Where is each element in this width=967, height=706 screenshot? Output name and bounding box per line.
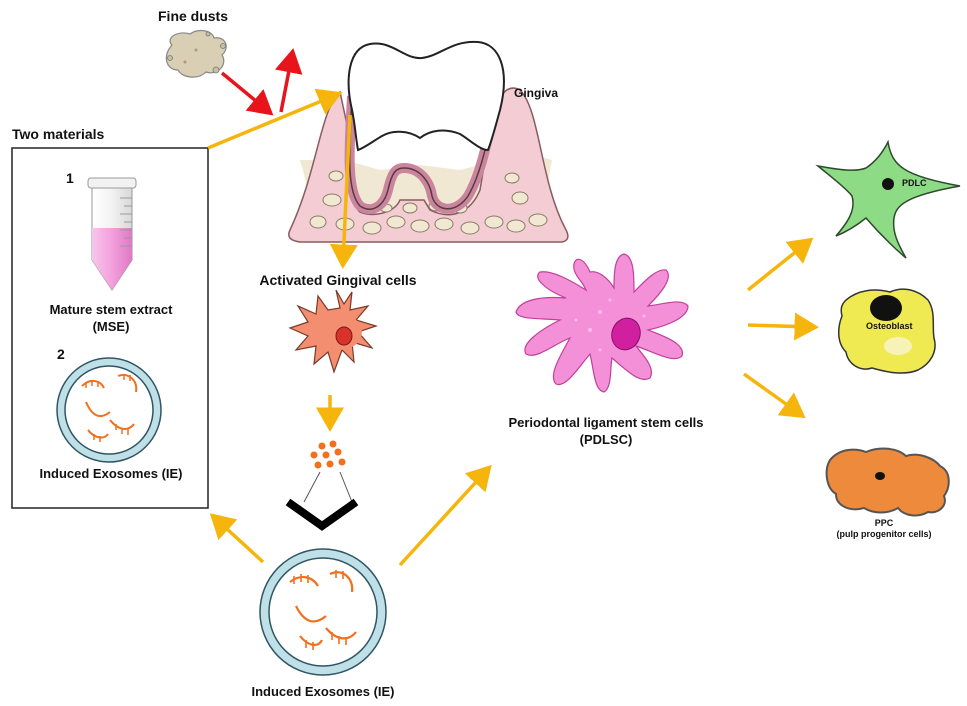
mse-label: Mature stem extract: [49, 302, 173, 317]
arrow-tooth-to-cells: [329, 114, 358, 269]
pdlc-label: PDLC: [902, 178, 927, 188]
arrow-pdlsc-to-ppc: [742, 372, 806, 419]
ie-box-label: Induced Exosomes (IE): [39, 466, 183, 481]
ppc-label: PPC: [874, 518, 894, 528]
red-arrow-out: [274, 48, 303, 113]
osteoblast-label: Osteoblast: [866, 321, 913, 331]
activated-gingival-cells-label: Activated Gingival cells: [259, 272, 417, 288]
funnel-bracket-icon: [285, 471, 359, 531]
tooth-gingiva-illustration: [288, 40, 569, 243]
red-arrow-in: [220, 71, 274, 116]
ppc-full-label: (pulp progenitor cells): [836, 529, 932, 539]
pdlsc-cell-icon: [515, 253, 689, 393]
pdlsc-abbrev-label: (PDLSC): [579, 432, 633, 447]
fine-dust-icon: [165, 29, 227, 78]
gingiva-label: Gingiva: [514, 86, 559, 100]
secreted-vesicles-icon: [310, 440, 346, 469]
test-tube-icon: [87, 177, 137, 291]
arrow-pdlsc-to-pdlc: [746, 237, 814, 292]
gingival-cell-icon: [288, 289, 378, 374]
exosome-icon-small: [56, 357, 162, 463]
item-number-2: 2: [57, 346, 65, 362]
two-materials-box: [11, 147, 209, 509]
pdlc-cell-icon: [815, 139, 961, 259]
fine-dusts-label: Fine dusts: [158, 8, 229, 24]
ppc-cell-icon: [825, 447, 950, 517]
osteoblast-cell-icon: [838, 288, 936, 374]
arrow-box-to-gingiva: [207, 88, 343, 150]
exosome-icon-large: [259, 548, 387, 676]
arrow-ie-to-pdlsc: [398, 464, 492, 567]
arrow-pdlsc-to-osteoblast: [747, 312, 819, 341]
ie-bottom-label: Induced Exosomes (IE): [251, 684, 395, 699]
item-number-1: 1: [66, 170, 74, 186]
pdlsc-label: Periodontal ligament stem cells: [508, 415, 704, 430]
arrow-ie-to-box: [209, 513, 265, 564]
two-materials-title: Two materials: [12, 126, 105, 142]
mse-abbrev-label: (MSE): [92, 319, 130, 334]
